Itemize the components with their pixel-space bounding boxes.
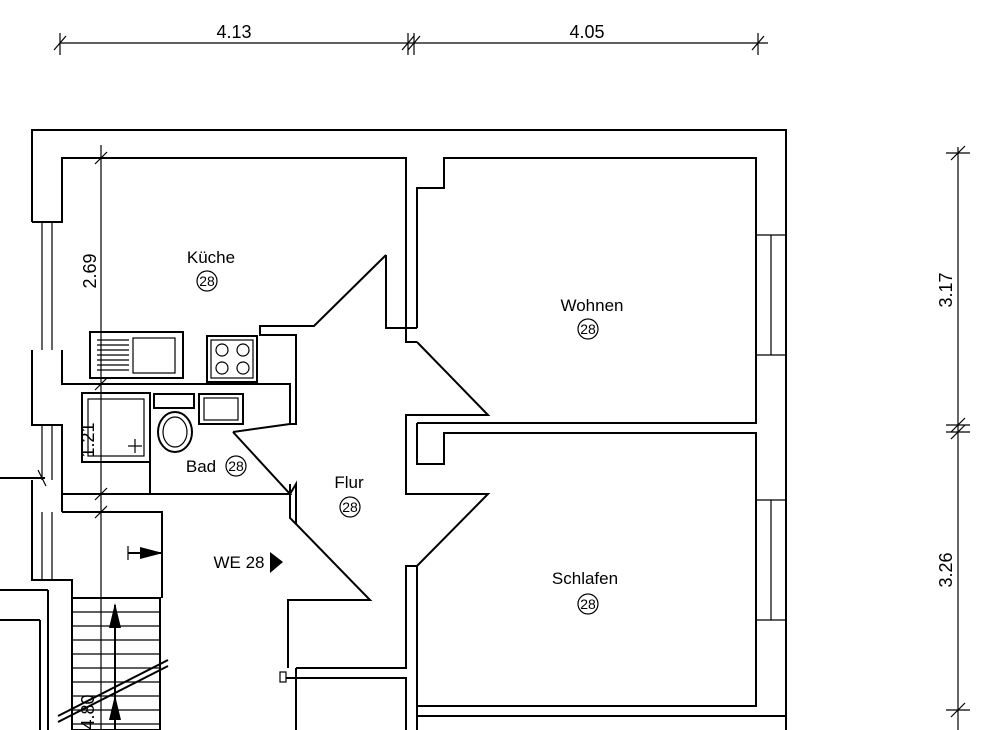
room-name-bedroom: Schlafen — [552, 569, 618, 588]
room-name-bath: Bad — [186, 457, 216, 476]
top-dimension-line — [53, 33, 768, 55]
inner-dimension-line — [93, 145, 109, 730]
unit-label: WE 28 — [213, 553, 264, 572]
room-number-bedroom: 28 — [580, 596, 596, 612]
room-number-circle-bath — [225, 455, 247, 477]
outer-walls — [31, 129, 787, 730]
room-name-hall: Flur — [334, 473, 364, 492]
room-number-circle-living — [577, 318, 599, 340]
room-number-kitchen: 28 — [199, 273, 215, 289]
room-number-circle-kitchen — [196, 270, 218, 292]
room-number-circle-bedroom — [577, 593, 599, 615]
left-wall-lower — [0, 350, 291, 730]
room-number-circle-hall — [339, 496, 361, 518]
bath-toilet — [153, 393, 195, 453]
center-walls — [62, 254, 786, 730]
dimension-right-upper: 3.17 — [936, 272, 956, 307]
stair-arrow-up-icon — [109, 603, 121, 730]
dimension-kitchen-height: 2.69 — [80, 253, 100, 288]
kitchen-sink — [89, 331, 184, 379]
entrance-marker-icon — [270, 552, 283, 573]
bath-shower — [81, 392, 151, 463]
room-number-hall: 28 — [342, 499, 358, 515]
staircase — [0, 589, 169, 730]
room-name-living: Wohnen — [560, 296, 623, 315]
bath-washbasin — [198, 393, 244, 425]
dimension-top-right: 4.05 — [569, 22, 604, 42]
room-number-living: 28 — [580, 321, 596, 337]
dimension-top-left: 4.13 — [216, 22, 251, 42]
kitchen-stove — [206, 335, 258, 383]
room-number-bath: 28 — [228, 458, 244, 474]
room-name-kitchen: Küche — [187, 248, 235, 267]
dimension-right-lower: 3.26 — [936, 552, 956, 587]
dimension-bath-height: 1.21 — [78, 422, 98, 457]
entry-arrow-right-icon — [127, 546, 163, 560]
right-dimension-line — [946, 145, 970, 730]
